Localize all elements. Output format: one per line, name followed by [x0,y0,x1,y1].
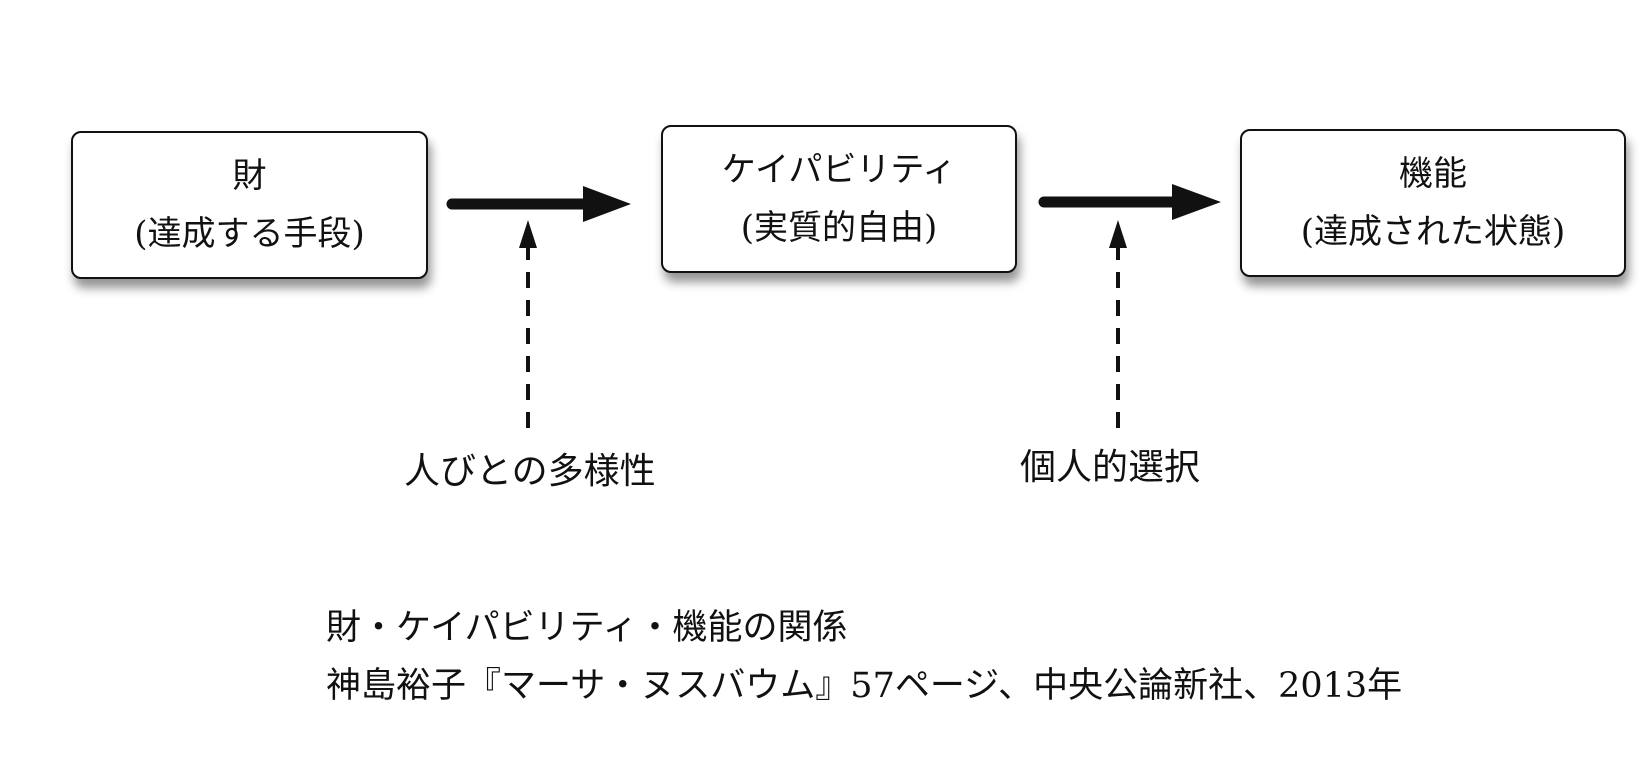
dashed-arrow-diversity [519,220,537,428]
node-function: 機能 (達成された状態) [1240,129,1626,277]
dashed-arrow-choice [1109,220,1127,428]
node-goods-title: 財 [232,156,267,196]
influence-diversity-label: 人びとの多様性 [404,451,656,492]
node-function-subtitle: (達成された状態) [1300,212,1566,252]
arrow-goods-to-capability [446,186,631,222]
node-capability: ケイパビリティ (実質的自由) [661,125,1017,273]
node-goods: 財 (達成する手段) [71,131,428,279]
node-capability-title: ケイパビリティ [721,150,957,190]
influence-choice-label: 個人的選択 [1020,447,1201,488]
caption-source: 神島裕子『マーサ・ヌスバウム』57ページ、中央公論新社、2013年 [326,666,1403,706]
node-goods-subtitle: (達成する手段) [134,214,365,254]
node-capability-subtitle: (実質的自由) [740,208,938,248]
caption-title: 財・ケイパビリティ・機能の関係 [326,608,848,648]
arrow-capability-to-function [1038,184,1221,220]
node-function-title: 機能 [1399,154,1467,194]
